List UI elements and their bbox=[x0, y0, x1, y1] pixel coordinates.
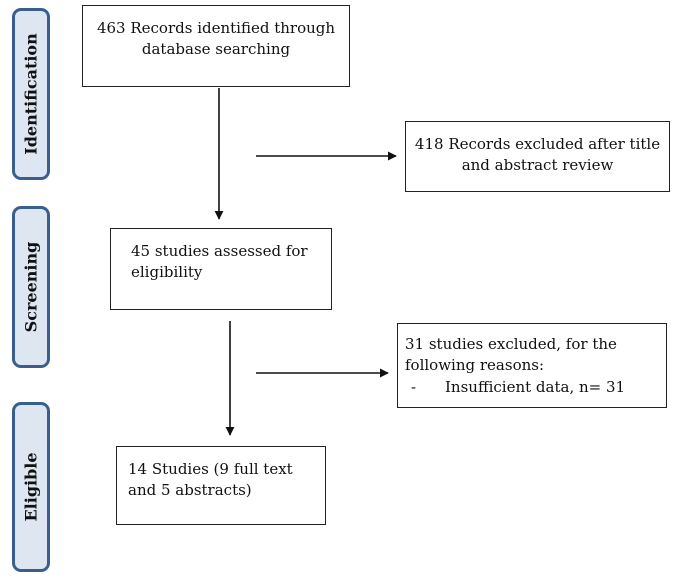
stage-label-screening: Screening bbox=[12, 206, 50, 368]
exclusion-reason: - Insufficient data, n= 31 bbox=[405, 377, 666, 398]
records-excluded-line1: 418 Records excluded after title bbox=[414, 135, 661, 153]
records-identified-line2: database searching bbox=[141, 40, 291, 58]
box-assessed-eligibility: 45 studies assessed for eligibility bbox=[110, 228, 332, 310]
assessed-line2: eligibility bbox=[131, 263, 203, 281]
box-records-identified: 463 Records identified through database … bbox=[82, 5, 350, 87]
exclusion-reason-bullet: - bbox=[411, 378, 417, 396]
included-line2: and 5 abstracts) bbox=[128, 481, 252, 499]
stage-label-identification: Identification bbox=[12, 8, 50, 180]
stage-label-eligible: Eligible bbox=[12, 402, 50, 572]
assessed-line1: 45 studies assessed for bbox=[131, 242, 308, 260]
exclusion-reason-text: Insufficient data, n= 31 bbox=[445, 378, 626, 396]
studies-excluded-line1: 31 studies excluded, for the bbox=[405, 335, 617, 353]
box-records-excluded: 418 Records excluded after title and abs… bbox=[405, 121, 670, 192]
box-included-studies: 14 Studies (9 full text and 5 abstracts) bbox=[116, 446, 326, 525]
box-studies-excluded: 31 studies excluded, for the following r… bbox=[397, 323, 667, 408]
records-identified-line1: 463 Records identified through bbox=[96, 19, 336, 37]
included-line1: 14 Studies (9 full text bbox=[128, 460, 293, 478]
records-excluded-line2: and abstract review bbox=[461, 156, 614, 174]
studies-excluded-line2: following reasons: bbox=[405, 356, 545, 374]
